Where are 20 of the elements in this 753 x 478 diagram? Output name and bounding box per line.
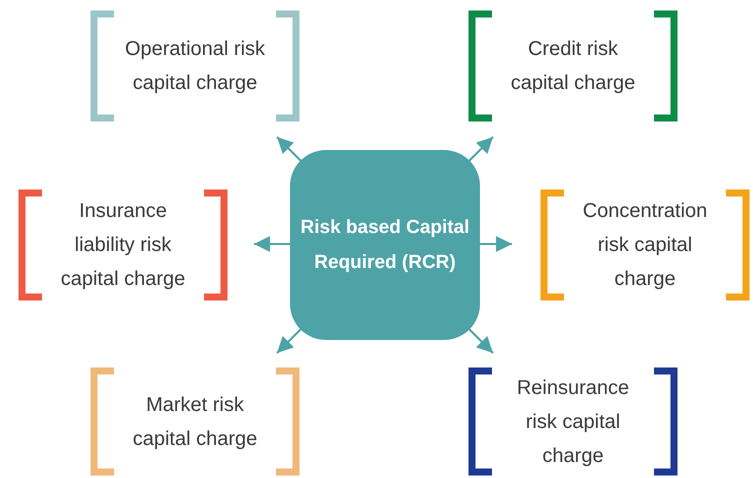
bracket-box xyxy=(18,189,228,301)
label-text: Insurance liability risk capital charge xyxy=(60,199,186,292)
bracket-box xyxy=(468,367,678,476)
bracket-box xyxy=(90,10,300,122)
bracket-box xyxy=(468,10,678,122)
title-text: Risk based Capital Required (RCR) xyxy=(300,216,470,275)
arrow xyxy=(276,136,302,162)
label-text: Reinsurance risk capital charge xyxy=(516,376,630,468)
label-text: Concentration risk capital charge xyxy=(582,199,708,292)
central-box xyxy=(290,150,480,340)
arrow xyxy=(468,328,494,354)
bracket-box xyxy=(90,367,300,476)
label-text: Market risk capital charge xyxy=(132,392,258,452)
arrow xyxy=(276,328,302,354)
arrow xyxy=(468,136,494,162)
bracket-box xyxy=(540,189,750,301)
arrow xyxy=(480,236,512,252)
arrow xyxy=(254,236,290,252)
label-text: Credit risk capital charge xyxy=(510,37,636,96)
label-text: Operational risk capital charge xyxy=(124,37,266,96)
